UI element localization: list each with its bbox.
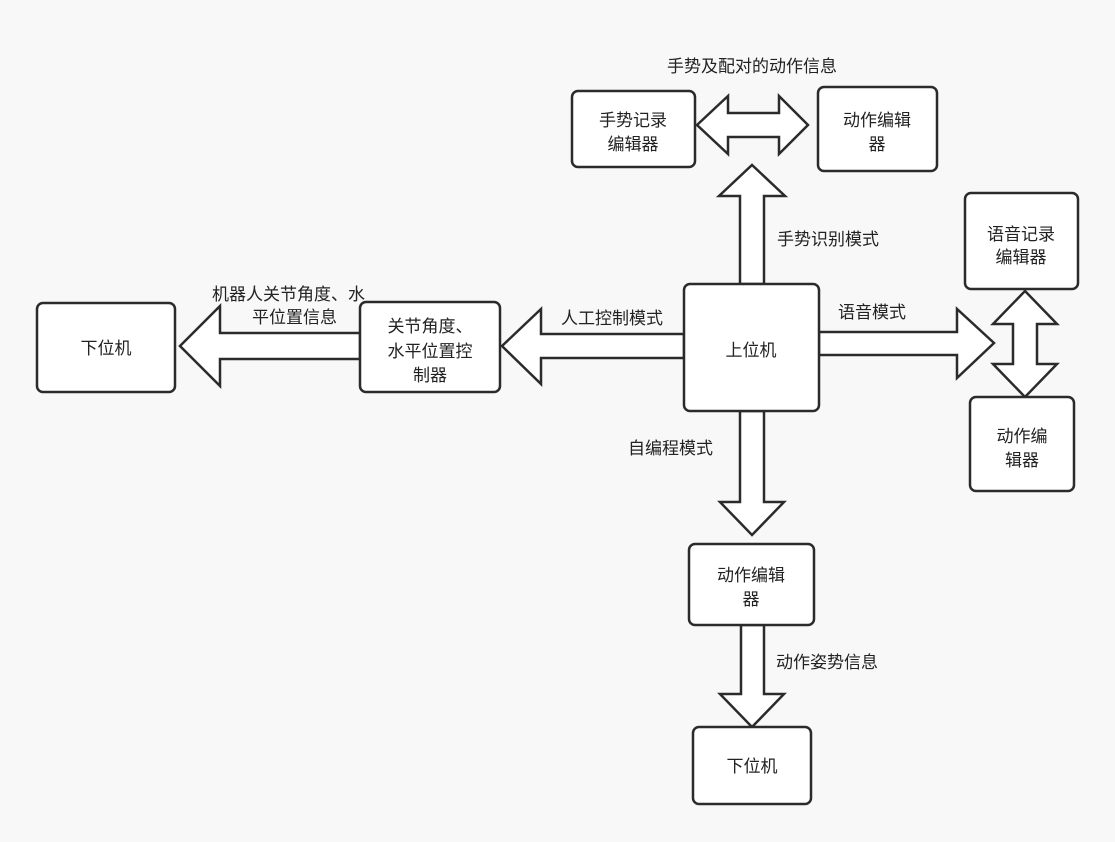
- host-label: 上位机: [726, 341, 777, 361]
- action-editor-bottom-label-line1: 动作编辑: [717, 566, 785, 586]
- arrow-to-left-slave: [178, 302, 362, 390]
- arrow-to-voice-branch: [817, 306, 996, 381]
- arrow-to-gesture-branch: [715, 163, 789, 286]
- action-editor-top-label-line2: 器: [869, 135, 886, 155]
- edge-label-manual-mode: 人工控制模式: [561, 309, 663, 329]
- action-editor-bottom-box: [687, 542, 816, 627]
- gesture-editor-label-line2: 编辑器: [608, 135, 659, 155]
- edge-label-pose-info: 动作姿势信息: [776, 653, 878, 673]
- action-editor-top-box: [816, 85, 939, 173]
- joint-controller-label-line3: 制器: [413, 366, 447, 386]
- edge-label-voice-mode: 语音模式: [838, 303, 906, 323]
- action-editor-right-label-line1: 动作编: [997, 427, 1048, 447]
- action-editor-bottom-label-line2: 器: [743, 590, 760, 610]
- edge-label-self-program-mode: 自编程模式: [628, 439, 713, 459]
- action-editor-top-label-line1: 动作编辑: [843, 111, 911, 131]
- joint-controller-box: [358, 300, 502, 394]
- double-arrow-voice-action: [990, 289, 1060, 399]
- voice-editor-box: [963, 191, 1080, 291]
- action-editor-right-box: [968, 395, 1076, 493]
- arrow-to-bottom-slave: [717, 623, 787, 729]
- edge-label-joint-info-line1: 机器人关节角度、水: [212, 285, 365, 305]
- slave-bottom-label: 下位机: [727, 757, 778, 777]
- edge-label-gesture-mode: 手势识别模式: [777, 230, 879, 250]
- double-arrow-gesture-action: [695, 92, 810, 158]
- slave-bottom-box: [691, 725, 813, 806]
- gesture-editor-label-line1: 手势记录: [599, 111, 667, 131]
- joint-controller-label-line2: 水平位置控: [388, 342, 473, 362]
- slave-left-box: [35, 301, 177, 394]
- voice-editor-label-line2: 编辑器: [996, 248, 1047, 268]
- joint-controller-label-line1: 关节角度、: [388, 317, 473, 337]
- host-box: [682, 282, 821, 413]
- gesture-editor-box: [570, 89, 697, 169]
- voice-editor-label-line1: 语音记录: [987, 225, 1055, 245]
- arrow-to-joint-controller: [500, 306, 686, 387]
- action-editor-right-label-line2: 辑器: [1005, 451, 1039, 471]
- arrow-to-self-program-branch: [717, 409, 787, 537]
- edge-label-joint-info-line2: 平位置信息: [252, 308, 337, 328]
- edge-label-gesture-pair-info: 手势及配对的动作信息: [667, 57, 837, 77]
- slave-left-label: 下位机: [81, 339, 132, 359]
